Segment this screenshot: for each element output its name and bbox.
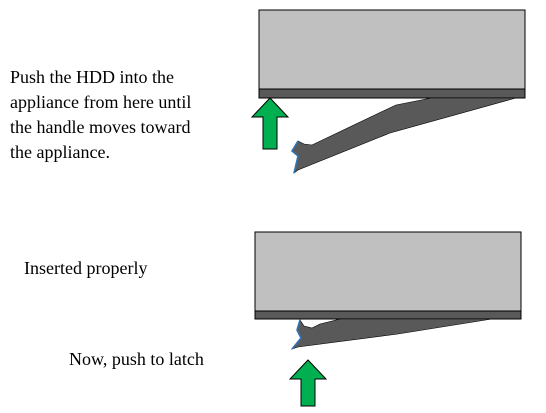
instruction-line: Push the HDD into the (10, 67, 174, 87)
hdd-base-plate (254, 310, 522, 320)
instruction-line: appliance from here until (10, 92, 192, 112)
handle-edge-highlight (291, 319, 302, 350)
push-instruction-text: Push the HDD into the appliance from her… (10, 65, 191, 165)
handle-edge-highlight (290, 140, 299, 174)
hdd-body (258, 9, 526, 90)
hdd-base-plate (258, 88, 526, 99)
up-arrow-icon (250, 97, 290, 150)
hdd-handle-open (291, 97, 517, 174)
hdd-before-insertion (250, 9, 526, 174)
push-to-latch-label: Now, push to latch (69, 349, 204, 369)
inserted-properly-label: Inserted properly (24, 258, 148, 278)
hdd-inserted (254, 231, 522, 407)
hdd-handle-partially-closed (291, 318, 493, 350)
instruction-line: the appliance. (10, 142, 110, 162)
up-arrow-icon (288, 359, 328, 407)
hdd-body (254, 231, 522, 312)
instruction-line: the handle moves toward (10, 117, 191, 137)
